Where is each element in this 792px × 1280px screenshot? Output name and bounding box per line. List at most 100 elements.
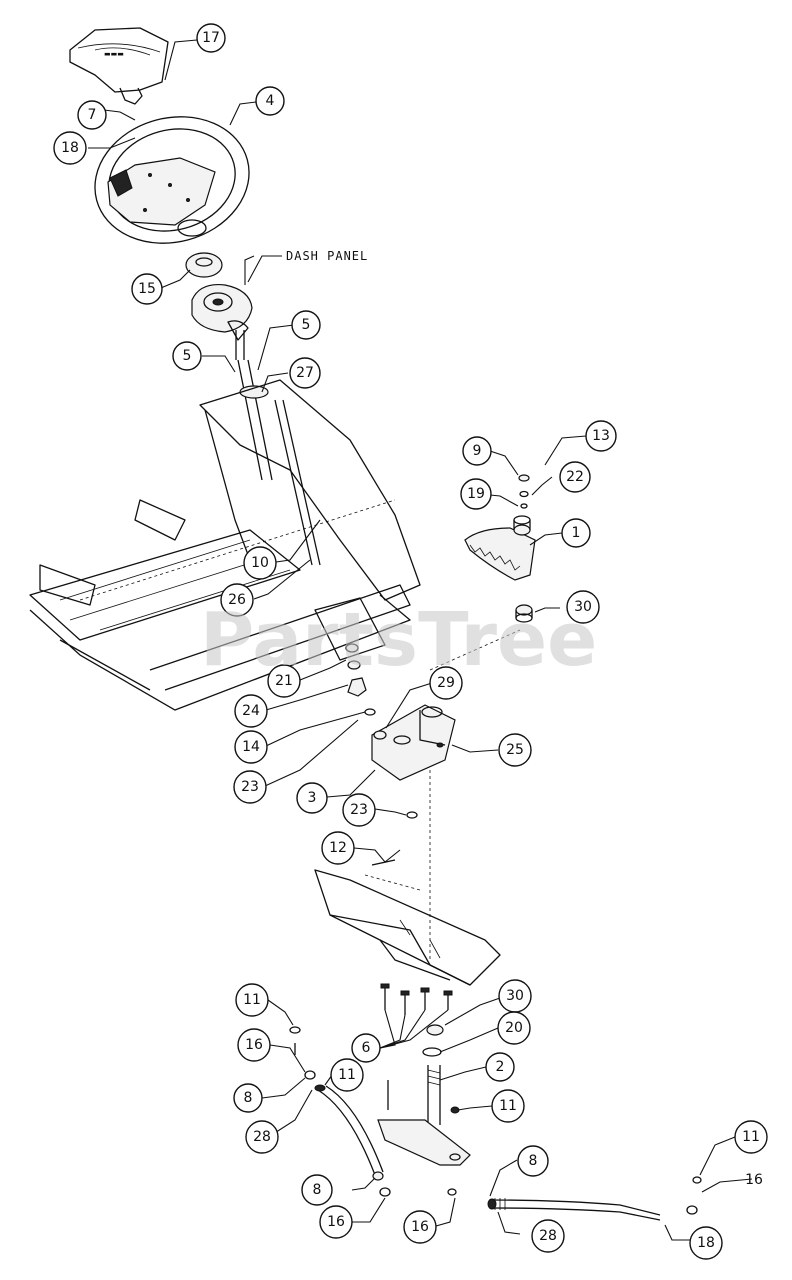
callout-25-label: 25 — [506, 742, 524, 758]
callout-23-right: 23 — [342, 793, 376, 827]
dash-panel-insert — [191, 283, 253, 341]
callout-23-left: 23 — [233, 770, 267, 804]
dash-panel-label: DASH PANEL — [286, 249, 368, 263]
callout-8-a-label: 8 — [244, 1090, 253, 1106]
callout-8-c-label: 8 — [313, 1182, 322, 1198]
callout-30-upper: 30 — [566, 590, 600, 624]
callout-20-label: 20 — [505, 1020, 523, 1036]
callout-21: 21 — [267, 664, 301, 698]
callout-7: 7 — [77, 100, 107, 130]
svg-text:▬▬▬: ▬▬▬ — [104, 50, 124, 58]
callout-12: 12 — [321, 831, 355, 865]
hub-cap — [185, 252, 223, 278]
callout-30-lower: 30 — [498, 979, 532, 1013]
steering-spindle-arm — [377, 1024, 471, 1166]
callout-23-right-label: 23 — [350, 802, 368, 818]
callout-8-c: 8 — [301, 1174, 333, 1206]
frame-chassis — [29, 379, 421, 711]
callout-11-c-label: 11 — [499, 1098, 517, 1114]
callout-28-b-label: 28 — [539, 1228, 557, 1244]
callout-16-b: 16 — [745, 1172, 763, 1188]
callout-15-label: 15 — [138, 281, 156, 297]
callout-27: 27 — [289, 357, 321, 389]
callout-4-label: 4 — [266, 93, 275, 109]
callout-16-c-label: 16 — [327, 1214, 345, 1230]
callout-1: 1 — [561, 518, 591, 548]
tie-rod-right — [447, 1176, 702, 1221]
callout-26: 26 — [220, 583, 254, 617]
callout-28-b: 28 — [531, 1219, 565, 1253]
callout-9-label: 9 — [473, 443, 482, 459]
callout-6: 6 — [351, 1033, 381, 1063]
callout-12-label: 12 — [329, 840, 347, 856]
callout-5-right-label: 5 — [302, 317, 311, 333]
callout-20: 20 — [497, 1011, 531, 1045]
callout-25: 25 — [498, 733, 532, 767]
callout-17-label: 17 — [202, 30, 220, 46]
callout-8-b-label: 8 — [529, 1153, 538, 1169]
callout-6-label: 6 — [362, 1040, 371, 1056]
bushing-upper — [515, 604, 533, 623]
callout-11-b-label: 11 — [338, 1067, 356, 1083]
callout-23-left-label: 23 — [241, 779, 259, 795]
callout-22: 22 — [559, 461, 591, 493]
callout-30-lower-label: 30 — [506, 988, 524, 1004]
pinion-stack — [345, 643, 376, 716]
callout-29-label: 29 — [437, 675, 455, 691]
callout-28-a: 28 — [245, 1120, 279, 1154]
callout-10-label: 10 — [251, 555, 269, 571]
callout-9: 9 — [462, 436, 492, 466]
callout-26-label: 26 — [228, 592, 246, 608]
callout-3: 3 — [296, 782, 328, 814]
callout-17: 17 — [196, 23, 226, 53]
callout-14-label: 14 — [242, 739, 260, 755]
callout-16-b-label: 16 — [745, 1172, 763, 1188]
sector-gear — [464, 474, 536, 581]
lower-frame-plate — [314, 859, 501, 986]
callout-16-c: 16 — [319, 1205, 353, 1239]
bolts — [380, 983, 453, 1015]
callout-11-a-label: 11 — [243, 992, 261, 1008]
callout-16-a-label: 16 — [245, 1037, 263, 1053]
callout-5-left: 5 — [172, 341, 202, 371]
callout-15: 15 — [131, 273, 163, 305]
callout-19-label: 19 — [467, 486, 485, 502]
callout-18-b-label: 18 — [697, 1235, 715, 1251]
callout-11-a: 11 — [235, 983, 269, 1017]
drag-link-left — [289, 1026, 391, 1197]
callout-19: 19 — [460, 478, 492, 510]
callout-10: 10 — [243, 546, 277, 580]
callout-16-a: 16 — [237, 1028, 271, 1062]
callout-13: 13 — [585, 420, 617, 452]
callout-11-d: 11 — [734, 1120, 768, 1154]
steering-shaft — [235, 330, 321, 566]
callout-24: 24 — [234, 694, 268, 728]
callout-27-label: 27 — [296, 365, 314, 381]
callout-14: 14 — [234, 730, 268, 764]
callout-22-label: 22 — [566, 469, 584, 485]
callout-3-label: 3 — [308, 790, 317, 806]
callout-1-label: 1 — [572, 525, 581, 541]
callout-18: 18 — [53, 131, 87, 165]
callout-21-label: 21 — [275, 673, 293, 689]
callout-2-label: 2 — [496, 1059, 505, 1075]
dash-panel-leader — [247, 255, 282, 283]
watermark: PartsTree — [200, 597, 597, 683]
steering-bracket — [371, 629, 521, 960]
steering-wheel — [94, 116, 250, 244]
callout-8-a: 8 — [233, 1083, 263, 1113]
callout-24-label: 24 — [242, 703, 260, 719]
callout-11-b: 11 — [330, 1058, 364, 1092]
callout-18-b: 18 — [689, 1226, 723, 1260]
leader-lines — [88, 39, 753, 1241]
callout-5-right: 5 — [291, 310, 321, 340]
callout-28-a-label: 28 — [253, 1129, 271, 1145]
callout-16-d-label: 16 — [411, 1219, 429, 1235]
callout-18-label: 18 — [61, 140, 79, 156]
callout-4: 4 — [255, 86, 285, 116]
callout-13-label: 13 — [592, 428, 610, 444]
callout-29: 29 — [429, 666, 463, 700]
callout-11-c: 11 — [491, 1089, 525, 1123]
steering-wheel-cap: ▬▬▬ — [69, 27, 169, 105]
